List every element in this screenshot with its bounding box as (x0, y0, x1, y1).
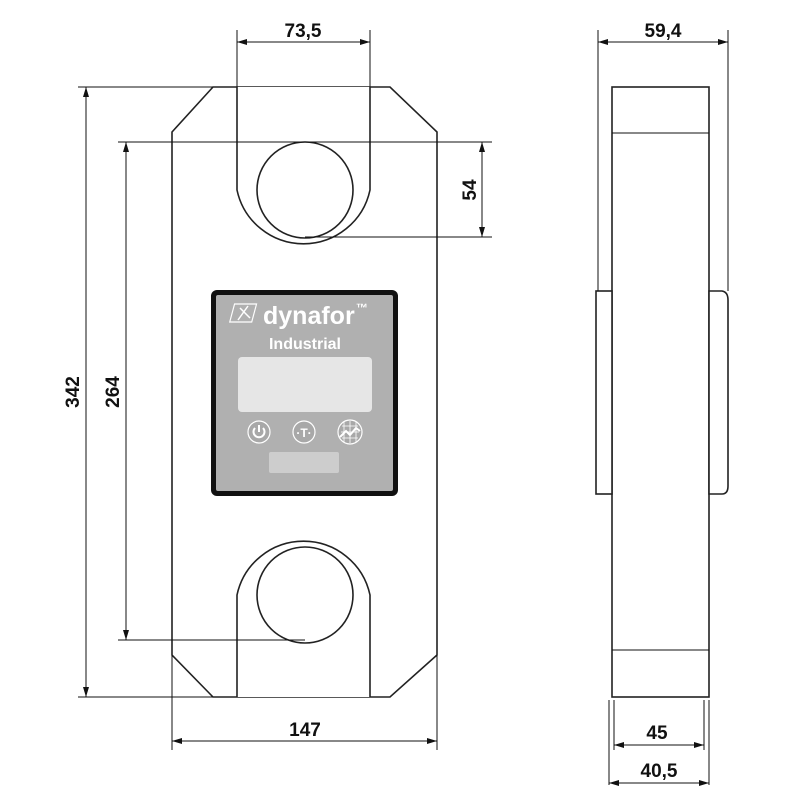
tare-button[interactable]: ·T· (292, 420, 316, 444)
dynafor-logo-icon (228, 303, 258, 323)
dim-hole-diameter: 54 (460, 179, 481, 201)
brand-name: dynafor (263, 302, 355, 330)
power-icon (252, 425, 266, 439)
lcd-screen (238, 357, 372, 412)
tare-icon: ·T· (296, 426, 311, 440)
top-hole (256, 141, 354, 239)
bottom-hole (256, 546, 354, 644)
label-window (269, 452, 339, 473)
side-view: 59,4 45 40,5 (595, 21, 729, 786)
display-panel: dynafor ™ Industrial ·T· (211, 290, 398, 496)
left-side-bump (595, 290, 613, 495)
front-view: dynafor ™ Industrial ·T· 73,5 (63, 21, 492, 750)
dim-lug-width: 73,5 (285, 21, 322, 42)
graph-button[interactable] (337, 419, 363, 445)
dim-outer-width: 40,5 (641, 761, 678, 782)
power-button[interactable] (247, 420, 271, 444)
dim-overall-width: 147 (289, 720, 321, 741)
dim-inner-width: 45 (646, 723, 668, 744)
side-body-outline (611, 86, 710, 698)
dim-side-depth: 59,4 (645, 21, 682, 42)
right-side-bump (708, 290, 729, 495)
dim-overall-length: 342 (63, 376, 84, 408)
dim-hole-centers: 264 (103, 376, 124, 408)
trademark: ™ (356, 301, 368, 315)
model-name: Industrial (269, 336, 341, 353)
